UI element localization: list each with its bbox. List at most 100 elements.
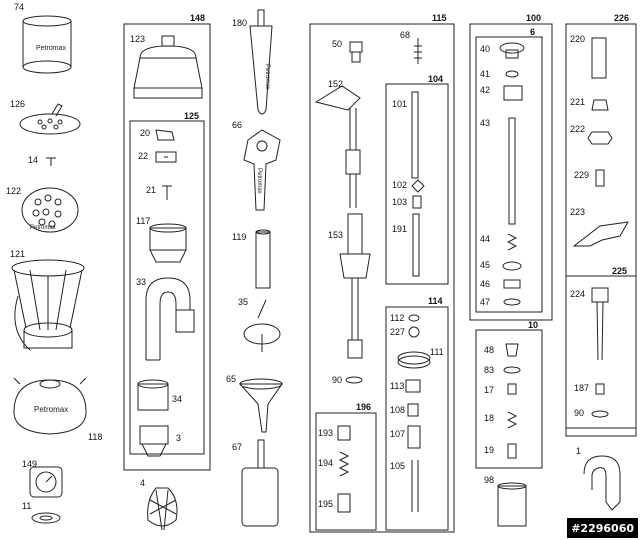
part-191-rod [412,213,420,277]
brand-tank: Petromax [34,405,68,414]
part-50-nut [349,41,363,63]
part-195-sleeve [337,493,351,513]
label-122: 122 [6,186,21,196]
label-35: 35 [238,297,248,307]
label-187: 187 [574,383,589,393]
part-90b-washer [591,410,609,418]
brand-plate: Petromax [30,225,56,231]
part-153-valve [339,213,371,359]
label-196: 196 [356,402,371,412]
label-66: 66 [232,120,242,130]
label-117: 117 [136,216,150,226]
label-17: 17 [484,385,494,395]
label-225: 225 [612,266,627,276]
label-3: 3 [176,433,181,443]
label-46: 46 [480,279,490,289]
label-98: 98 [484,475,494,485]
label-68: 68 [400,30,410,40]
label-121: 121 [10,249,25,259]
label-90a: 90 [332,375,342,385]
part-229-sleeve [595,169,605,187]
part-22-clip [155,151,177,163]
part-42-nut [503,85,523,101]
part-90-washer [345,376,363,384]
watermark-box: #2296060 [567,518,638,538]
label-48: 48 [484,345,494,355]
label-227: 227 [390,327,405,337]
label-153: 153 [328,230,343,240]
group-box-104 [385,83,449,285]
part-118-tank [13,377,87,435]
label-4: 4 [140,478,145,488]
label-18: 18 [484,413,494,423]
label-40: 40 [480,44,490,54]
part-117-nozzle [149,223,187,263]
part-220-cap [591,37,607,79]
part-4-mantle [147,487,178,531]
group-box-125 [129,120,205,455]
label-222: 222 [570,124,585,134]
part-74-globe [22,15,72,74]
brand-pricker: Petromax [264,64,270,90]
label-34: 34 [172,394,182,404]
label-1: 1 [576,446,581,456]
part-227-gear [408,326,420,338]
part-119-tube [255,229,271,289]
label-83: 83 [484,365,494,375]
label-125: 125 [184,111,199,121]
label-33: 33 [136,277,146,287]
part-152-valve [314,85,361,208]
part-19-sleeve [507,443,517,459]
part-98-cylinder [497,482,527,527]
group-box-148 [123,23,211,471]
brand-wrench: Petromax [256,168,262,194]
group-box-115 [309,23,455,533]
label-229: 229 [574,170,589,180]
part-66-wrench [243,129,281,211]
label-10: 10 [528,320,538,330]
label-101: 101 [392,99,407,109]
label-14: 14 [28,155,38,165]
group-box-6 [475,36,543,313]
label-115: 115 [432,13,447,23]
part-44-spring [506,233,518,251]
part-194-spring [338,451,350,477]
label-194: 194 [318,458,333,468]
label-118: 118 [88,432,102,442]
part-103-sleeve [412,195,422,209]
watermark-text: #2296060 [571,522,634,535]
label-47: 47 [480,297,490,307]
part-33-tube [145,277,195,361]
label-50: 50 [332,39,342,49]
part-149-gauge [29,466,63,498]
part-21-screw [162,185,172,200]
part-40-knob [499,42,525,59]
label-191: 191 [392,224,407,234]
part-14-screw [46,157,56,166]
label-108: 108 [390,405,405,415]
part-18-spring [506,411,518,429]
part-3-nozzle [139,425,169,457]
part-35-clamp [243,299,281,352]
label-103: 103 [392,197,407,207]
part-68-needle [414,38,422,64]
part-122-plate [21,187,79,233]
label-11: 11 [22,501,31,511]
label-193: 193 [318,428,333,438]
label-65: 65 [226,374,236,384]
label-74: 74 [14,2,24,12]
label-67: 67 [232,442,242,452]
part-108-sleeve [407,403,419,417]
label-105: 105 [390,461,405,471]
part-187-sleeve [595,383,605,395]
label-112: 112 [390,313,404,323]
label-226: 226 [614,13,629,23]
part-11-washer [31,512,61,524]
label-100: 100 [526,13,541,23]
part-123-hood [133,35,203,99]
group-box-196 [315,412,377,531]
part-48-valve [505,343,519,357]
group-box-226 [565,23,637,437]
label-119: 119 [232,232,246,242]
